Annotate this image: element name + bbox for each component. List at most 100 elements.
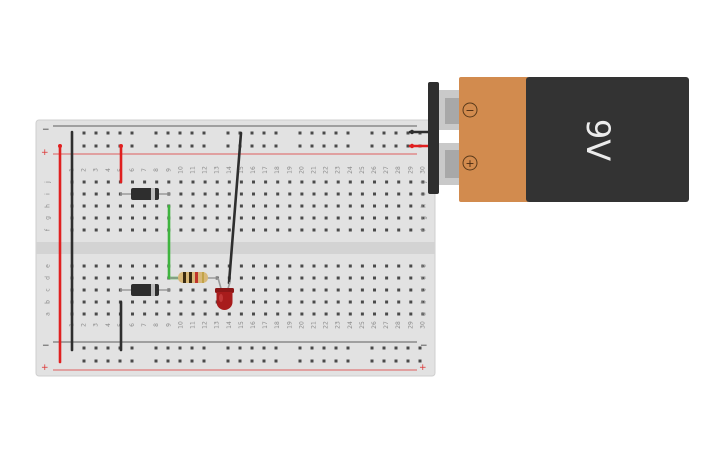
breadboard-hole[interactable] [82, 192, 86, 196]
breadboard-hole[interactable] [252, 300, 255, 304]
breadboard-hole[interactable] [334, 359, 338, 363]
breadboard-hole[interactable] [155, 204, 159, 208]
breadboard-hole[interactable] [82, 216, 86, 220]
breadboard-hole[interactable] [106, 144, 110, 148]
breadboard-hole[interactable] [143, 264, 147, 268]
breadboard-hole[interactable] [373, 300, 376, 304]
diode-top[interactable] [120, 188, 170, 200]
breadboard-hole[interactable] [131, 180, 134, 184]
breadboard-hole[interactable] [348, 312, 352, 316]
breadboard-hole[interactable] [264, 192, 268, 196]
breadboard-hole[interactable] [202, 359, 206, 363]
breadboard-hole[interactable] [264, 276, 268, 280]
breadboard-hole[interactable] [336, 300, 340, 304]
breadboard-hole[interactable] [190, 346, 194, 350]
breadboard-hole[interactable] [191, 312, 195, 316]
breadboard-hole[interactable] [300, 276, 304, 280]
breadboard-hole[interactable] [300, 300, 304, 304]
breadboard-hole[interactable] [324, 192, 328, 196]
breadboard-hole[interactable] [179, 180, 183, 184]
breadboard-hole[interactable] [348, 204, 352, 208]
breadboard-hole[interactable] [300, 228, 304, 232]
breadboard-hole[interactable] [324, 204, 328, 208]
breadboard-hole[interactable] [421, 204, 425, 208]
breadboard-hole[interactable] [191, 264, 195, 268]
breadboard-hole[interactable] [178, 359, 182, 363]
breadboard-hole[interactable] [191, 228, 195, 232]
breadboard-hole[interactable] [385, 288, 389, 292]
breadboard-hole[interactable] [409, 216, 413, 220]
breadboard-hole[interactable] [360, 288, 364, 292]
breadboard-hole[interactable] [154, 359, 158, 363]
breadboard-hole[interactable] [227, 228, 231, 232]
breadboard-hole[interactable] [264, 180, 268, 184]
breadboard-hole[interactable] [300, 264, 304, 268]
breadboard-hole[interactable] [130, 346, 134, 350]
breadboard-hole[interactable] [203, 312, 207, 316]
breadboard-hole[interactable] [191, 216, 195, 220]
breadboard-hole[interactable] [94, 288, 98, 292]
breadboard-hole[interactable] [394, 144, 398, 148]
breadboard-hole[interactable] [312, 264, 316, 268]
breadboard-hole[interactable] [118, 264, 122, 268]
breadboard-hole[interactable] [215, 312, 219, 316]
breadboard-hole[interactable] [143, 312, 147, 316]
breadboard-hole[interactable] [106, 216, 110, 220]
battery-9v[interactable]: − + 9V [428, 77, 689, 202]
breadboard-hole[interactable] [264, 312, 268, 316]
breadboard-hole[interactable] [298, 359, 302, 363]
breadboard-hole[interactable] [348, 288, 352, 292]
breadboard-hole[interactable] [94, 276, 98, 280]
breadboard-hole[interactable] [131, 276, 134, 280]
breadboard-hole[interactable] [118, 216, 122, 220]
breadboard-hole[interactable] [203, 288, 207, 292]
breadboard-hole[interactable] [179, 204, 183, 208]
breadboard-hole[interactable] [397, 180, 401, 184]
breadboard-hole[interactable] [310, 359, 314, 363]
breadboard-hole[interactable] [421, 276, 425, 280]
breadboard-hole[interactable] [215, 180, 219, 184]
breadboard-hole[interactable] [178, 144, 182, 148]
breadboard-hole[interactable] [250, 131, 254, 135]
breadboard-hole[interactable] [385, 228, 389, 232]
breadboard-hole[interactable] [202, 346, 206, 350]
breadboard-hole[interactable] [264, 216, 268, 220]
resistor[interactable] [170, 272, 218, 283]
breadboard-hole[interactable] [397, 216, 401, 220]
breadboard-hole[interactable] [252, 276, 255, 280]
breadboard-hole[interactable] [322, 144, 326, 148]
breadboard-hole[interactable] [394, 359, 398, 363]
breadboard-hole[interactable] [94, 359, 98, 363]
breadboard-hole[interactable] [252, 204, 255, 208]
breadboard-hole[interactable] [106, 276, 110, 280]
breadboard-hole[interactable] [300, 192, 304, 196]
breadboard-hole[interactable] [238, 359, 242, 363]
breadboard-hole[interactable] [288, 264, 292, 268]
breadboard-hole[interactable] [191, 180, 195, 184]
breadboard-hole[interactable] [373, 228, 376, 232]
breadboard-hole[interactable] [409, 264, 413, 268]
breadboard-hole[interactable] [397, 228, 401, 232]
breadboard-hole[interactable] [324, 264, 328, 268]
breadboard-hole[interactable] [310, 346, 314, 350]
breadboard-hole[interactable] [191, 288, 195, 292]
breadboard-hole[interactable] [155, 264, 159, 268]
breadboard-hole[interactable] [334, 346, 338, 350]
breadboard-hole[interactable] [360, 312, 364, 316]
breadboard-hole[interactable] [82, 346, 86, 350]
breadboard-hole[interactable] [276, 288, 280, 292]
breadboard-hole[interactable] [130, 144, 134, 148]
breadboard-hole[interactable] [106, 300, 110, 304]
breadboard-hole[interactable] [82, 312, 86, 316]
breadboard-hole[interactable] [300, 180, 304, 184]
breadboard-hole[interactable] [166, 131, 170, 135]
breadboard-hole[interactable] [373, 204, 376, 208]
breadboard-hole[interactable] [203, 216, 207, 220]
breadboard-hole[interactable] [373, 216, 376, 220]
breadboard-hole[interactable] [250, 359, 254, 363]
breadboard-hole[interactable] [276, 180, 280, 184]
breadboard-hole[interactable] [179, 312, 183, 316]
breadboard-hole[interactable] [336, 204, 340, 208]
breadboard-hole[interactable] [155, 312, 159, 316]
breadboard-hole[interactable] [336, 228, 340, 232]
